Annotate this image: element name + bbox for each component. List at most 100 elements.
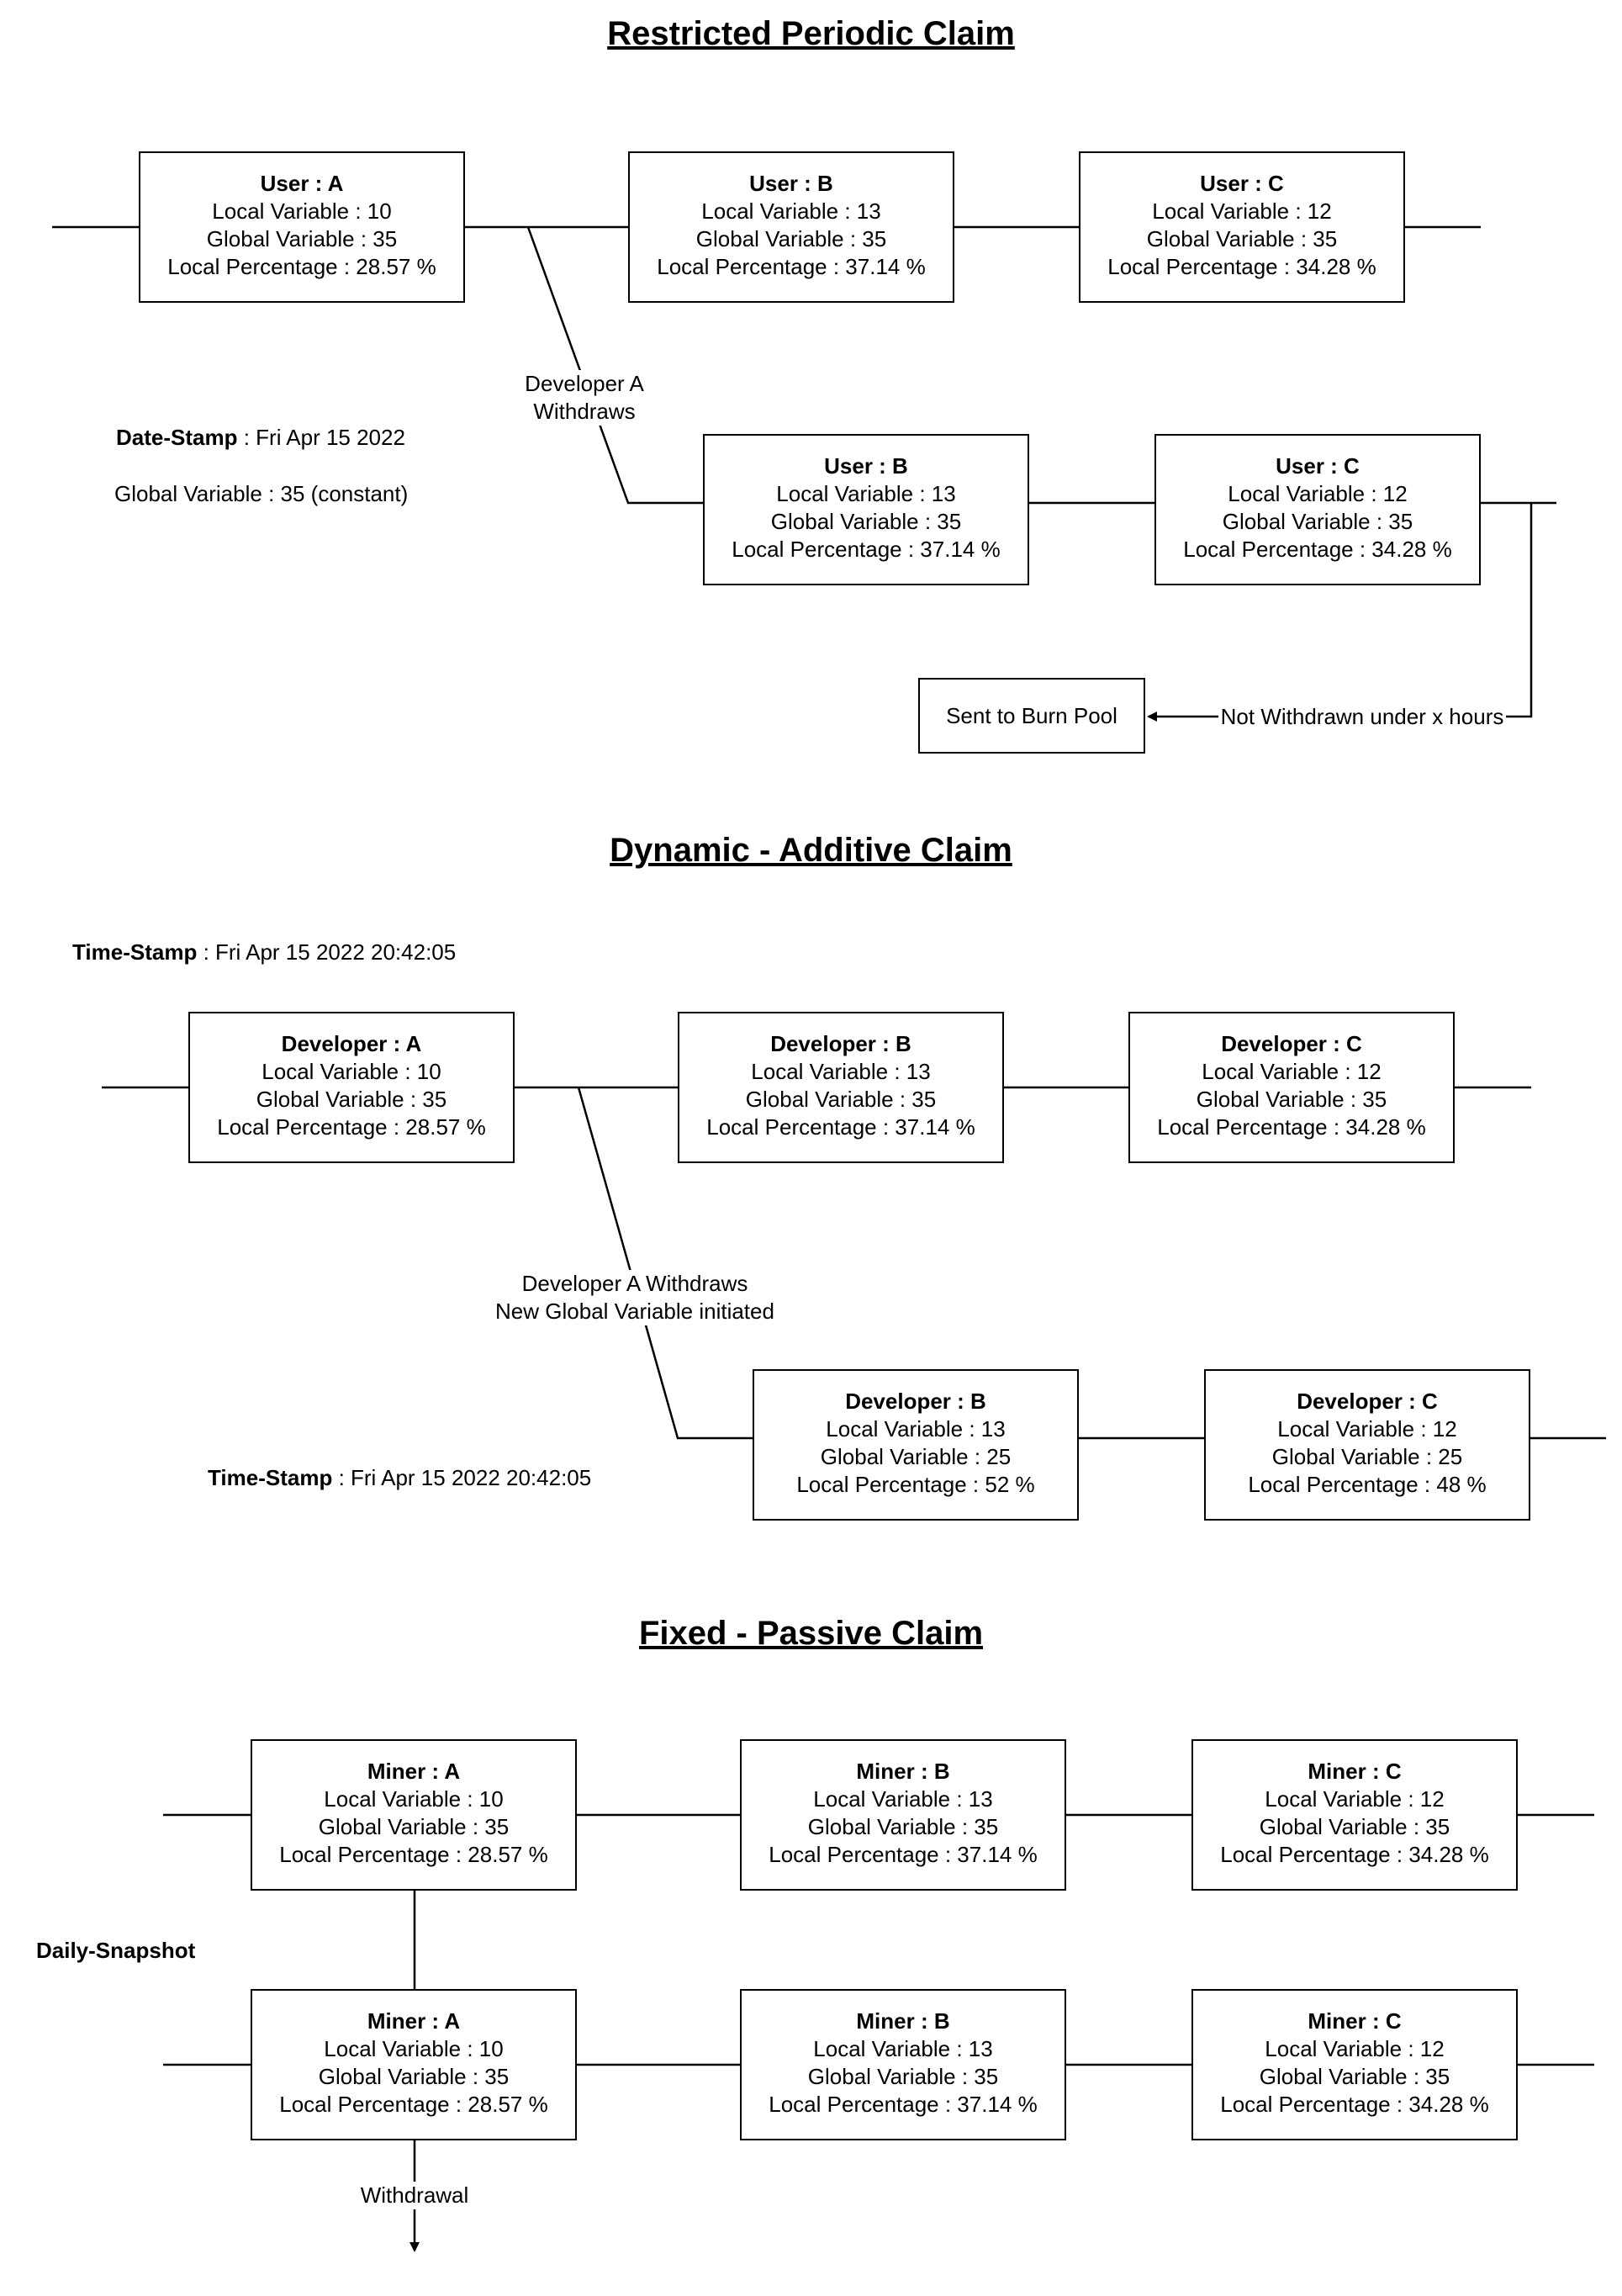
local-variable: Local Variable : 10: [324, 2036, 504, 2061]
daily-snapshot-text: Daily-Snapshot: [36, 1938, 196, 1963]
time-stamp-key: Time-Stamp: [72, 939, 198, 965]
local-variable: Local Variable : 12: [1265, 1786, 1445, 1812]
developer-c-box: Developer : C Local Variable : 12 Global…: [1128, 1012, 1455, 1163]
local-variable: Local Variable : 12: [1202, 1059, 1382, 1084]
local-percentage: Local Percentage : 34.28 %: [1107, 254, 1376, 279]
developer-a-box: Developer : A Local Variable : 10 Global…: [188, 1012, 515, 1163]
local-percentage: Local Percentage : 34.28 %: [1157, 1114, 1426, 1140]
local-percentage: Local Percentage : 52 %: [796, 1472, 1035, 1497]
dynamic-withdraw-line-1: Developer A Withdraws: [521, 1271, 748, 1296]
daily-snapshot-label: Daily-Snapshot: [36, 1937, 195, 1965]
local-variable: Local Variable : 12: [1277, 1416, 1457, 1442]
section-title-restricted: Restricted Periodic Claim: [607, 15, 1015, 52]
local-variable: Local Variable : 10: [212, 198, 392, 224]
time-stamp-value: : Fri Apr 15 2022 20:42:05: [197, 939, 457, 965]
miner-b-box: Miner : B Local Variable : 13 Global Var…: [740, 1739, 1066, 1891]
withdraw-label-line-1: Developer A: [525, 371, 644, 396]
local-percentage: Local Percentage : 28.57 %: [279, 2092, 548, 2117]
date-stamp: Date-Stamp : Fri Apr 15 2022: [116, 424, 405, 452]
developer-c-box-after: Developer : C Local Variable : 12 Global…: [1204, 1369, 1530, 1521]
user-a-box: User : A Local Variable : 10 Global Vari…: [139, 151, 465, 303]
local-percentage: Local Percentage : 37.14 %: [657, 254, 926, 279]
local-percentage: Local Percentage : 37.14 %: [769, 2092, 1038, 2117]
miner-a-box: Miner : A Local Variable : 10 Global Var…: [251, 1739, 577, 1891]
date-stamp-value: : Fri Apr 15 2022: [237, 425, 405, 450]
local-variable: Local Variable : 13: [751, 1059, 931, 1084]
withdrawal-label: Withdrawal: [347, 2182, 482, 2209]
box-name: Miner : C: [1308, 1759, 1402, 1784]
withdraw-label-line-2: Withdraws: [533, 399, 636, 424]
dynamic-withdraw-label: Developer A Withdraws New Global Variabl…: [479, 1270, 790, 1325]
global-variable: Global Variable : 35: [1259, 1814, 1450, 1839]
miner-a-box-snapshot: Miner : A Local Variable : 10 Global Var…: [251, 1989, 577, 2140]
local-variable: Local Variable : 13: [701, 198, 881, 224]
time-stamp-2-value: : Fri Apr 15 2022 20:42:05: [332, 1465, 592, 1490]
miner-c-box: Miner : C Local Variable : 12 Global Var…: [1191, 1739, 1518, 1891]
local-percentage: Local Percentage : 37.14 %: [706, 1114, 975, 1140]
local-percentage: Local Percentage : 34.28 %: [1220, 2092, 1489, 2117]
local-variable: Local Variable : 13: [826, 1416, 1006, 1442]
local-percentage: Local Percentage : 34.28 %: [1183, 537, 1452, 562]
box-name: Developer : C: [1297, 1389, 1438, 1414]
developer-b-box-after: Developer : B Local Variable : 13 Global…: [753, 1369, 1079, 1521]
global-variable: Global Variable : 25: [1271, 1444, 1463, 1469]
box-name: Developer : B: [770, 1031, 911, 1056]
local-variable: Local Variable : 13: [776, 481, 956, 506]
not-withdrawn-label: Not Withdrawn under x hours: [1218, 703, 1506, 731]
local-percentage: Local Percentage : 28.57 %: [279, 1842, 548, 1867]
global-constant-label: Global Variable : 35 (constant): [114, 481, 409, 506]
local-variable: Local Variable : 12: [1152, 198, 1332, 224]
user-b-box: User : B Local Variable : 13 Global Vari…: [628, 151, 954, 303]
local-variable: Local Variable : 13: [813, 2036, 993, 2061]
global-variable: Global Variable : 35: [318, 2064, 510, 2089]
box-name: User : A: [260, 171, 344, 196]
local-percentage: Local Percentage : 34.28 %: [1220, 1842, 1489, 1867]
local-percentage: Local Percentage : 28.57 %: [167, 254, 436, 279]
dynamic-withdraw-line-2: New Global Variable initiated: [495, 1299, 774, 1324]
box-name: Miner : A: [367, 1759, 461, 1784]
box-name: Developer : B: [845, 1389, 986, 1414]
local-percentage: Local Percentage : 37.14 %: [732, 537, 1001, 562]
section-title-dynamic: Dynamic - Additive Claim: [610, 832, 1012, 869]
section-title-fixed: Fixed - Passive Claim: [638, 1615, 984, 1652]
date-stamp-key: Date-Stamp: [116, 425, 238, 450]
box-name: Developer : C: [1221, 1031, 1362, 1056]
global-variable: Global Variable : 35: [206, 226, 398, 251]
box-name: User : B: [749, 171, 833, 196]
local-percentage: Local Percentage : 37.14 %: [769, 1842, 1038, 1867]
local-variable: Local Variable : 10: [324, 1786, 504, 1812]
box-name: User : B: [824, 453, 908, 479]
global-variable: Global Variable : 35: [807, 2064, 999, 2089]
miner-b-box-snapshot: Miner : B Local Variable : 13 Global Var…: [740, 1989, 1066, 2140]
global-variable: Global Variable : 35: [1146, 226, 1338, 251]
local-percentage: Local Percentage : 48 %: [1248, 1472, 1487, 1497]
global-variable: Global Variable : 35: [1196, 1087, 1387, 1112]
global-variable: Global Variable : 35: [745, 1087, 937, 1112]
box-name: Miner : C: [1308, 2008, 1402, 2034]
global-variable: Global Variable : 35: [256, 1087, 447, 1112]
burn-pool-box: Sent to Burn Pool: [918, 678, 1145, 754]
global-variable: Global Variable : 25: [820, 1444, 1012, 1469]
box-name: Developer : A: [281, 1031, 422, 1056]
local-variable: Local Variable : 12: [1265, 2036, 1445, 2061]
local-percentage: Local Percentage : 28.57 %: [217, 1114, 486, 1140]
local-variable: Local Variable : 13: [813, 1786, 993, 1812]
box-name: Miner : B: [856, 2008, 950, 2034]
withdraw-label: Developer A Withdraws: [505, 370, 664, 426]
developer-b-box: Developer : B Local Variable : 13 Global…: [678, 1012, 1004, 1163]
global-variable: Global Variable : 35: [1259, 2064, 1450, 2089]
box-name: User : C: [1200, 171, 1284, 196]
local-variable: Local Variable : 12: [1228, 481, 1408, 506]
global-variable: Global Variable : 35: [807, 1814, 999, 1839]
time-stamp-2-key: Time-Stamp: [208, 1465, 333, 1490]
user-c-box: User : C Local Variable : 12 Global Vari…: [1079, 151, 1405, 303]
global-variable: Global Variable : 35: [695, 226, 887, 251]
user-b-box-after: User : B Local Variable : 13 Global Vari…: [703, 434, 1029, 585]
global-variable: Global Variable : 35: [318, 1814, 510, 1839]
box-name: User : C: [1276, 453, 1360, 479]
user-c-box-after: User : C Local Variable : 12 Global Vari…: [1154, 434, 1481, 585]
box-name: Miner : B: [856, 1759, 950, 1784]
global-variable: Global Variable : 35: [770, 509, 962, 534]
local-variable: Local Variable : 10: [262, 1059, 441, 1084]
